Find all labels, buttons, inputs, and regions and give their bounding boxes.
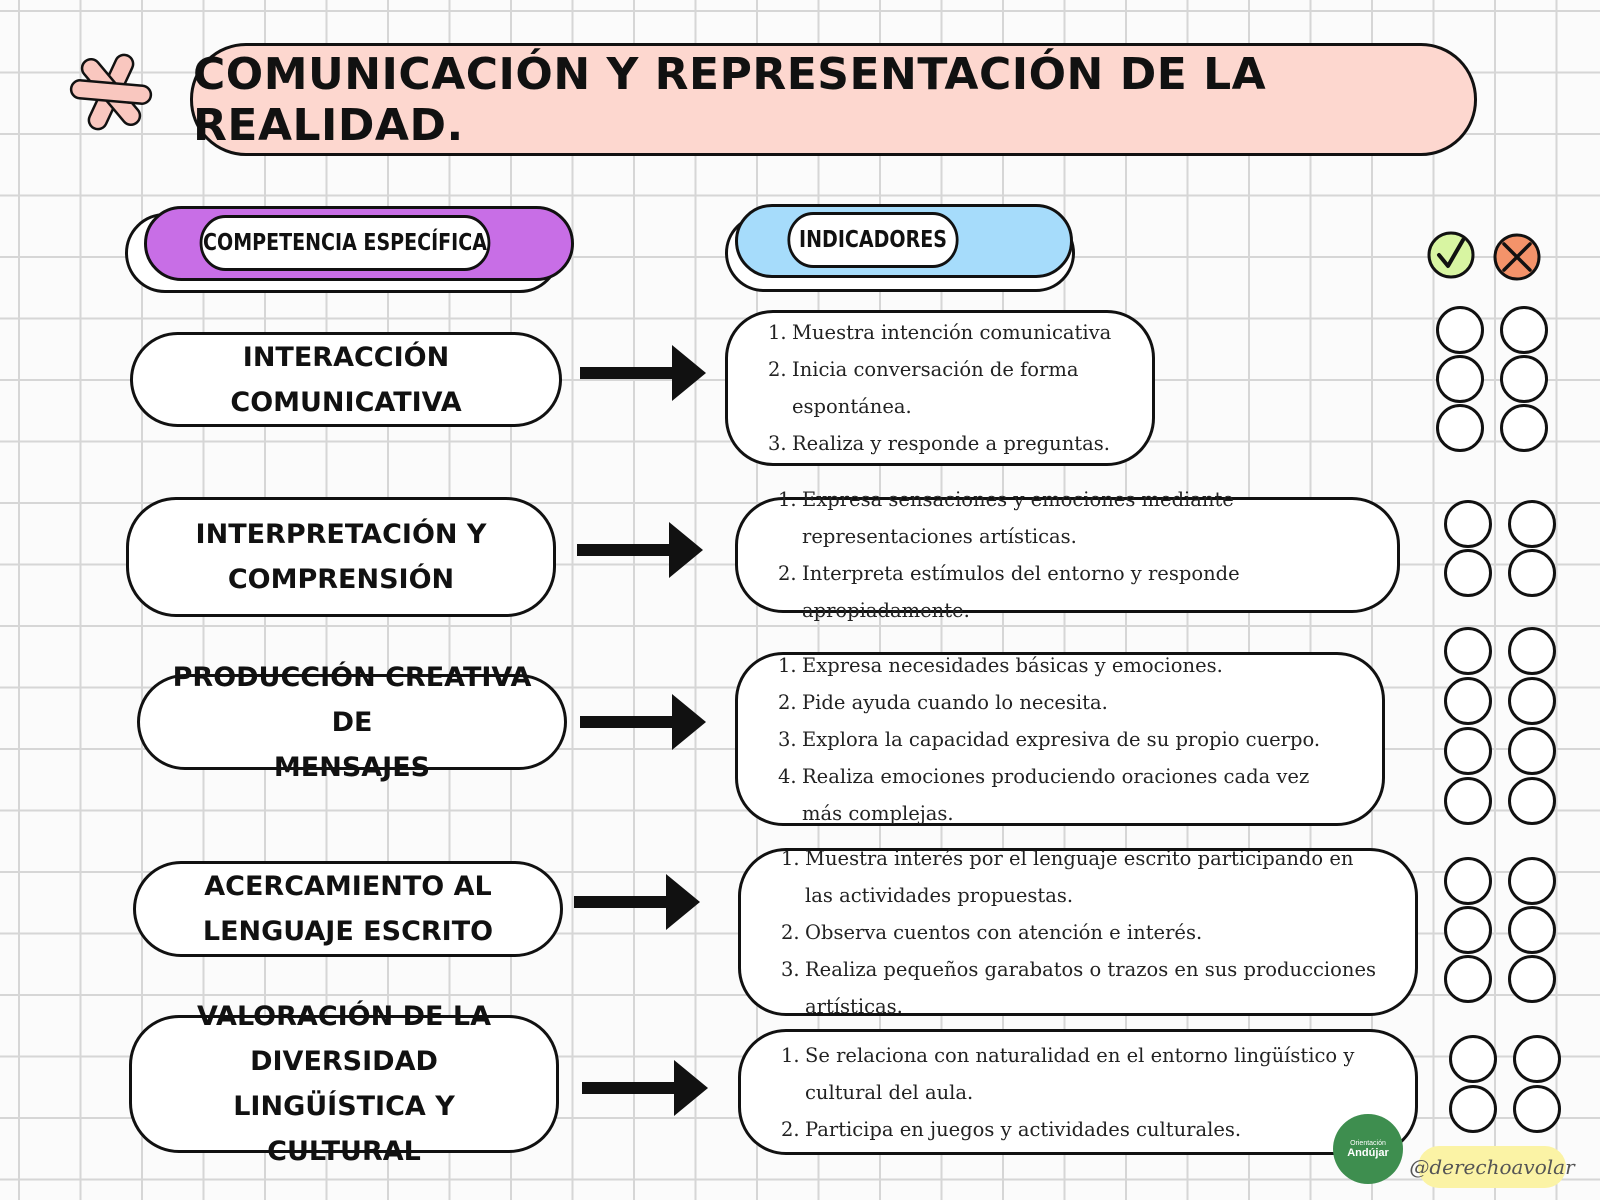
indicator-item: 1.Expresa necesidades básicas y emocione… <box>778 653 1223 677</box>
not-achieved-checkbox[interactable] <box>1508 500 1556 548</box>
competencia-line: VALORACIÓN DE LA <box>196 1001 491 1032</box>
indicator-item: 3.Explora la capacidad expresiva de su p… <box>778 727 1321 751</box>
achieved-checkbox[interactable] <box>1449 1035 1497 1083</box>
right-arrow-icon <box>580 694 706 750</box>
indicator-item: 1.Muestra intención comunicativa <box>768 321 1112 344</box>
competencia-valoracion-diversidad: VALORACIÓN DE LA DIVERSIDAD LINGÜÍSTICA Y… <box>129 1001 559 1167</box>
competencia-line: DIVERSIDAD LINGÜÍSTICA Y <box>233 1046 455 1122</box>
logo-line1: Orientación <box>1350 1139 1386 1147</box>
indicadores-box-2: 1.Expresa sensaciones y emociones median… <box>735 488 1400 622</box>
asterisk-doodle-icon <box>69 53 153 131</box>
logo-line2: Andújar <box>1347 1146 1389 1159</box>
achieved-checkbox[interactable] <box>1444 777 1492 825</box>
competencia-line: MENSAJES <box>273 751 431 783</box>
indicator-item: 4.Realiza emociones produciendo oracione… <box>778 764 1310 825</box>
competencia-produccion-creativa: PRODUCCIÓN CREATIVA DE MENSAJES <box>137 662 567 783</box>
achieved-checkbox[interactable] <box>1444 627 1492 675</box>
competencia-acercamiento-lenguaje: ACERCAMIENTO AL LENGUAJE ESCRITO <box>133 861 563 957</box>
not-achieved-checkbox[interactable] <box>1500 306 1548 354</box>
cross-icon <box>1493 233 1541 281</box>
indicadores-box-4: 1.Muestra interés por el lenguaje escrit… <box>738 847 1418 1018</box>
competencia-line: INTERACCIÓN <box>242 341 450 373</box>
right-arrow-icon <box>577 522 703 578</box>
competencia-line: LENGUAJE ESCRITO <box>202 916 494 947</box>
competencia-line: CULTURAL <box>267 1136 421 1167</box>
indicadores-box-1: 1.Muestra intención comunicativa 2.Inici… <box>725 310 1155 466</box>
indicator-item: 1.Se relaciona con naturalidad en el ent… <box>781 1043 1355 1104</box>
achieved-checkbox[interactable] <box>1436 404 1484 452</box>
competencia-header-label: COMPETENCIA ESPECÍFICA <box>199 215 491 271</box>
indicator-item: 1.Muestra interés por el lenguaje escrit… <box>781 846 1354 907</box>
achieved-checkbox[interactable] <box>1444 906 1492 954</box>
competencia-interpretacion-comprension: INTERPRETACIÓN Y COMPRENSIÓN <box>126 497 556 617</box>
not-achieved-checkbox[interactable] <box>1508 857 1556 905</box>
not-achieved-checkbox[interactable] <box>1508 727 1556 775</box>
not-achieved-checkbox[interactable] <box>1508 549 1556 597</box>
competencia-line: INTERPRETACIÓN Y <box>195 519 487 550</box>
not-achieved-checkbox[interactable] <box>1513 1085 1561 1133</box>
indicadores-box-3: 1.Expresa necesidades básicas y emocione… <box>735 652 1385 826</box>
achieved-checkbox[interactable] <box>1449 1085 1497 1133</box>
achieved-checkbox[interactable] <box>1444 955 1492 1003</box>
indicator-item: 2.Interpreta estímulos del entorno y res… <box>778 562 1240 622</box>
right-arrow-icon <box>580 345 706 401</box>
not-achieved-checkbox[interactable] <box>1500 404 1548 452</box>
achieved-checkbox[interactable] <box>1444 857 1492 905</box>
not-achieved-checkbox[interactable] <box>1513 1035 1561 1083</box>
not-achieved-checkbox[interactable] <box>1500 355 1548 403</box>
competencia-interaccion-comunicativa: INTERACCIÓN COMUNICATIVA <box>130 332 562 427</box>
competencia-line: COMUNICATIVA <box>230 386 462 418</box>
indicadores-box-5: 1.Se relaciona con naturalidad en el ent… <box>738 1029 1418 1155</box>
achieved-checkbox[interactable] <box>1436 355 1484 403</box>
right-arrow-icon <box>574 874 700 930</box>
achieved-checkbox[interactable] <box>1436 306 1484 354</box>
page-title: COMUNICACIÓN Y REPRESENTACIÓN DE LA REAL… <box>190 43 1477 156</box>
competencia-line: PRODUCCIÓN CREATIVA DE <box>172 661 532 738</box>
achieved-checkbox[interactable] <box>1444 549 1492 597</box>
indicator-item: 2.Participa en juegos y actividades cult… <box>781 1117 1242 1141</box>
indicator-item: 2.Inicia conversación de forma espontáne… <box>768 358 1079 418</box>
not-achieved-checkbox[interactable] <box>1508 906 1556 954</box>
not-achieved-checkbox[interactable] <box>1508 955 1556 1003</box>
not-achieved-checkbox[interactable] <box>1508 677 1556 725</box>
orientacion-andujar-logo: Orientación Andújar <box>1333 1114 1403 1184</box>
right-arrow-icon <box>582 1060 708 1116</box>
achieved-checkbox[interactable] <box>1444 727 1492 775</box>
indicator-item: 1.Expresa sensaciones y emociones median… <box>778 488 1234 548</box>
competencia-line: ACERCAMIENTO AL <box>204 871 492 902</box>
indicator-item: 3.Realiza y responde a preguntas. <box>768 432 1110 455</box>
achieved-checkbox[interactable] <box>1444 677 1492 725</box>
indicator-item: 3.Realiza pequeños garabatos o trazos en… <box>781 957 1376 1018</box>
indicator-item: 2.Observa cuentos con atención e interés… <box>781 920 1203 944</box>
competencia-line: COMPRENSIÓN <box>227 564 455 595</box>
achieved-checkbox[interactable] <box>1444 500 1492 548</box>
author-handle: @derechoavolar <box>1409 1146 1575 1188</box>
not-achieved-checkbox[interactable] <box>1508 777 1556 825</box>
indicator-item: 2.Pide ayuda cuando lo necesita. <box>778 690 1108 714</box>
not-achieved-checkbox[interactable] <box>1508 627 1556 675</box>
indicadores-header-label: INDICADORES <box>787 212 959 268</box>
check-icon <box>1427 231 1475 279</box>
